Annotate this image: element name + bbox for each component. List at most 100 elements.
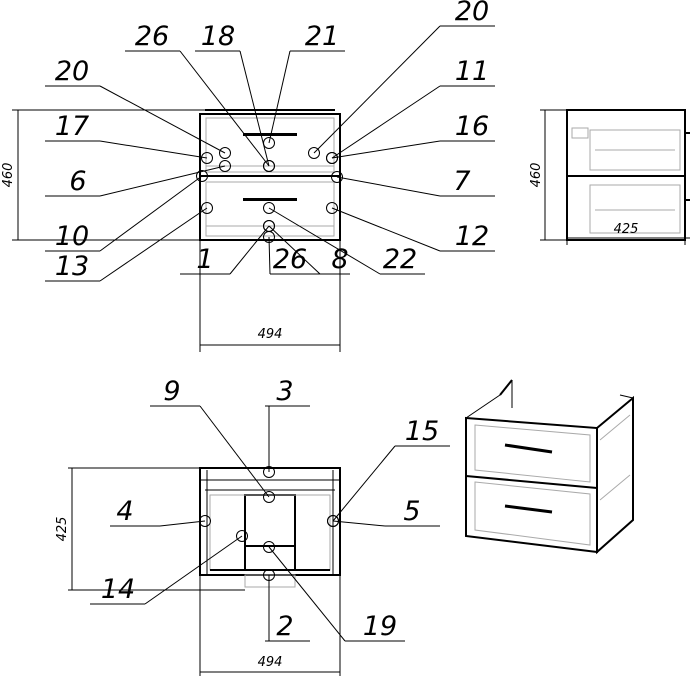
part-marker-circle [263, 569, 275, 581]
callouts: 26 18 21 20 20 11 17 16 6 7 10 12 13 1 26 8 22 9 3 15 4 5 14 2 1… [45, 0, 495, 642]
leader-line [268, 50, 291, 144]
callout-26: 26 [263, 231, 320, 275]
drawer-handle [243, 133, 297, 136]
leader-line [268, 225, 321, 275]
part-marker-circle [263, 466, 275, 478]
leader-line [99, 85, 226, 154]
leader-line [179, 50, 270, 167]
part-marker-circle [196, 170, 208, 182]
part-marker-circle [327, 515, 339, 527]
callout-label: 21 [305, 21, 339, 52]
callout-20: 20 [308, 0, 495, 159]
drawer-handle [243, 198, 297, 201]
callout-label: 3 [276, 376, 293, 407]
callout-label: 14 [101, 574, 135, 605]
part-marker-circle [263, 202, 275, 214]
callout-label: 11 [455, 56, 489, 87]
callout-7: 7 [331, 166, 495, 197]
callout-9: 9 [150, 376, 275, 503]
callout-17: 17 [45, 111, 213, 164]
callout-label: 26 [273, 244, 307, 275]
callout-16: 16 [326, 111, 495, 164]
leader-line [336, 176, 441, 197]
callout-8: 8 [263, 220, 350, 275]
side-view [540, 109, 690, 245]
part-marker-circle [263, 137, 275, 149]
callout-label: 12 [455, 221, 489, 252]
callout-3: 3 [263, 376, 310, 478]
leader-line [229, 225, 270, 275]
callout-4: 4 [110, 496, 211, 527]
callout-label: 17 [55, 111, 89, 142]
callout-22: 22 [263, 202, 425, 275]
part-marker-circle [326, 152, 338, 164]
callout-label: 18 [201, 21, 235, 52]
leader-line [268, 207, 381, 275]
leader-line [313, 25, 441, 154]
callout-14: 14 [90, 530, 248, 605]
part-marker-circle [219, 160, 231, 172]
side-depth-dimension: 425 [614, 222, 639, 237]
leader-line [331, 140, 441, 159]
callout-2: 2 [263, 569, 310, 642]
callout-label: 16 [455, 111, 489, 142]
callout-label: 19 [363, 611, 397, 642]
isometric-view [465, 379, 634, 555]
callout-label: 5 [403, 496, 420, 527]
part-marker-circle [263, 491, 275, 503]
callout-label: 8 [331, 244, 348, 275]
callout-label: 10 [55, 221, 89, 252]
front-dimensions [12, 109, 341, 352]
callout-5: 5 [327, 496, 440, 527]
front-height-dimension: 460 [1, 163, 16, 188]
callout-13: 13 [45, 202, 213, 282]
side-height-dimension: 460 [529, 163, 544, 188]
leader-line [332, 445, 396, 522]
callout-18: 18 [195, 21, 275, 172]
part-marker-circle [326, 202, 338, 214]
front-width-dimension: 494 [258, 327, 283, 342]
callout-label: 2 [276, 611, 293, 642]
part-marker-circle [236, 530, 248, 542]
callout-label: 22 [383, 244, 417, 275]
leader-line [268, 236, 271, 275]
leader-line [144, 535, 243, 605]
callout-label: 13 [55, 251, 89, 282]
callout-6: 6 [45, 160, 231, 197]
part-marker-circle [331, 171, 343, 183]
leader-line [99, 207, 208, 282]
part-marker-circle [199, 515, 211, 527]
callout-label: 7 [453, 166, 470, 197]
top-depth-dimension: 425 [55, 517, 70, 542]
leader-line [331, 207, 441, 252]
leader-line [268, 546, 346, 642]
callout-12: 12 [326, 202, 495, 252]
callout-label: 6 [69, 166, 86, 197]
leader-line [239, 50, 270, 167]
drawer-handle [504, 443, 553, 454]
callout-label: 9 [163, 376, 180, 407]
callout-11: 11 [326, 56, 495, 164]
callout-10: 10 [45, 170, 208, 252]
leader-line [99, 175, 203, 252]
top-width-dimension: 494 [258, 655, 283, 670]
leader-line [332, 520, 386, 527]
callout-label: 26 [135, 21, 169, 52]
callout-19: 19 [263, 541, 405, 642]
drawer-handle [504, 504, 553, 514]
part-marker-circle [201, 202, 213, 214]
callout-label: 1 [196, 244, 213, 275]
callout-1: 1 [180, 220, 275, 275]
callout-label: 20 [455, 0, 489, 27]
callout-label: 15 [405, 416, 439, 447]
callout-label: 4 [116, 496, 133, 527]
callout-15: 15 [327, 416, 450, 527]
leader-line [159, 520, 206, 527]
callout-21: 21 [263, 21, 345, 149]
callout-label: 20 [55, 56, 89, 87]
part-marker-circle [263, 220, 275, 232]
callout-20: 20 [45, 56, 231, 159]
leader-line [99, 140, 208, 159]
